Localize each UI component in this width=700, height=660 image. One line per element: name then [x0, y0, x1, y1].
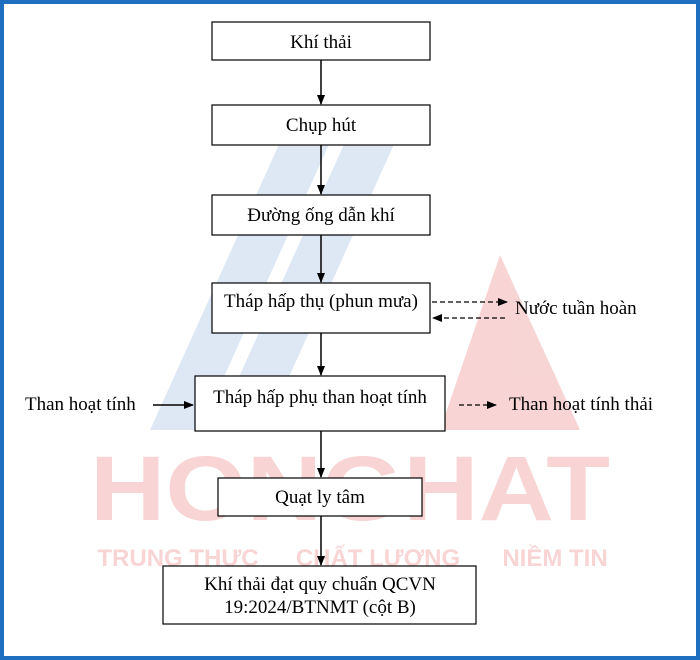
- recirc-water-label: Nước tuần hoàn: [515, 298, 637, 319]
- box-exhaust-gas-label: Khí thải: [290, 32, 352, 53]
- watermark-triangle: [440, 255, 580, 430]
- box-hood: [211, 104, 431, 146]
- box-centrifugal-fan: [217, 477, 423, 517]
- box-centrifugal-fan-label: Quạt ly tâm: [275, 487, 365, 508]
- box-duct: [211, 194, 431, 236]
- box-absorption-tower-label: Tháp hấp thụ (phun mưa): [224, 291, 418, 312]
- box-duct-label: Đường ống dẫn khí: [247, 205, 395, 226]
- box-carbon-adsorption-tower-label: Tháp hấp phụ than hoạt tính: [213, 387, 427, 408]
- box-treated-gas-label-2: 19:2024/BTNMT (cột B): [224, 597, 416, 618]
- box-hood-label: Chụp hút: [286, 115, 357, 136]
- box-carbon-adsorption-tower: [194, 375, 446, 432]
- box-treated-gas: [162, 565, 477, 625]
- box-exhaust-gas: [211, 21, 431, 61]
- box-treated-gas-label-1: Khí thải đạt quy chuẩn QCVN: [204, 574, 436, 595]
- carbon-input-label: Than hoạt tính: [25, 394, 136, 415]
- spent-carbon-label: Than hoạt tính thải: [509, 394, 653, 415]
- watermark-slogan-3: NIỀM TIN: [502, 544, 607, 572]
